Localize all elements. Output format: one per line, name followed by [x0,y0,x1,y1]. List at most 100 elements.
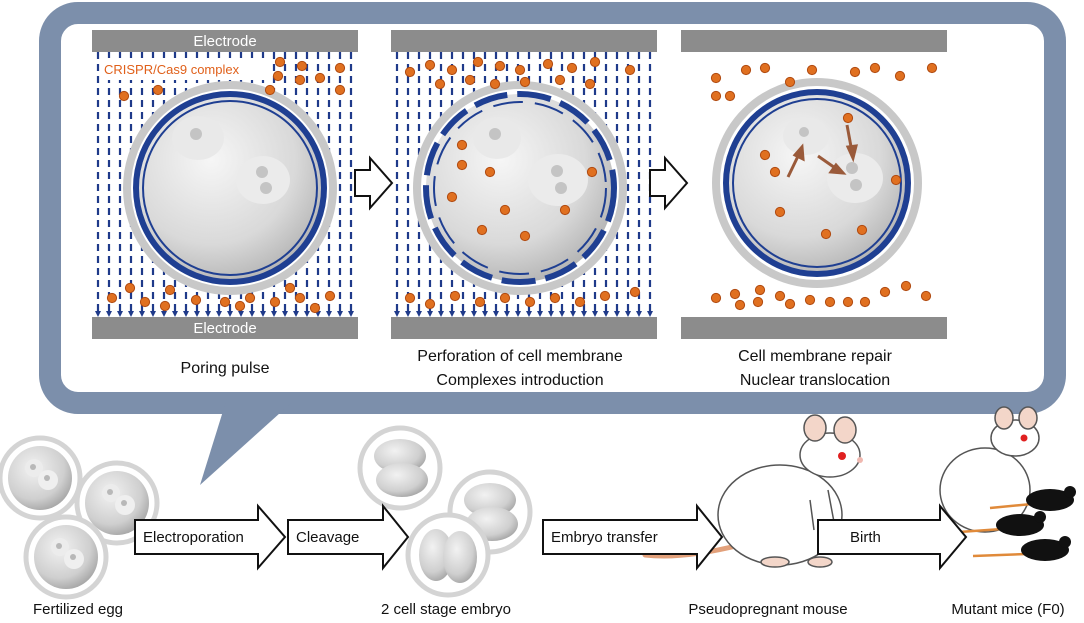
field-arrowhead [304,311,310,317]
crispr-particle [294,292,306,304]
field-arrowhead [581,311,587,317]
crispr-particle [514,64,526,76]
field-arrowhead [128,311,134,317]
crispr-particle [106,292,118,304]
field-arrowhead [493,311,499,317]
field-arrowhead [515,311,521,317]
mother-mouse [939,406,1040,533]
crispr-particles [106,56,346,314]
fertilized-egg [0,435,83,521]
process-arrow-birth: Birth [817,503,968,571]
bubble-tail [200,395,300,485]
field-arrowhead [194,311,200,317]
nucleolus [190,128,202,140]
field-arrowhead [150,311,156,317]
crispr-particle [549,292,561,304]
nucleolus [799,127,809,137]
perforated-membrane [423,91,617,285]
crispr-particle [820,228,832,240]
field-arrowhead [216,311,222,317]
crispr-particle [559,204,571,216]
crispr-particle [806,64,818,76]
pseudopregnant-mouse [642,414,863,568]
crispr-particle [424,59,436,71]
field-arrowhead [603,311,609,317]
crispr-particle [489,78,501,90]
field-arrowhead [559,311,565,317]
crispr-particle [849,66,861,78]
panel-perforation: Perforation of cell membrane Complexes i… [391,30,657,389]
crispr-particle [519,230,531,242]
crispr-particle [499,292,511,304]
process-arrow-embryo-transfer: Embryo transfer [542,503,724,571]
crispr-particle [869,62,881,74]
crispr-particle [759,62,771,74]
field-arrowhead [471,311,477,317]
field-arrowhead [260,311,266,317]
crispr-particle [920,290,932,302]
crispr-particle [446,191,458,203]
crispr-particle [894,70,906,82]
crispr-particle [219,296,231,308]
nucleolus [555,182,567,194]
crispr-particle [859,296,871,308]
nucleolus [551,165,563,177]
electrode-top [92,30,358,52]
crispr-particle [710,72,722,84]
crispr-particle [484,166,496,178]
crispr-particle [264,84,276,96]
crispr-particles [710,62,938,311]
field-arrowhead [238,311,244,317]
crispr-particle [272,70,284,82]
crispr-particle [729,288,741,300]
arrowhead [792,143,805,162]
field-arrowhead [337,311,343,317]
crispr-particle [324,290,336,302]
crispr-particle [784,298,796,310]
crispr-particle [629,286,641,298]
electrode-bottom [681,317,947,339]
crispr-particle [784,76,796,88]
crispr-particle [566,62,578,74]
stage-label-mutant-mice: Mutant mice (F0) [951,601,1064,618]
crispr-particle [474,296,486,308]
field-arrowhead [460,311,466,317]
field-arrowhead [537,311,543,317]
crispr-particle [599,290,611,302]
step-label-birth: Birth [850,529,881,546]
nucleolus [850,179,862,191]
repaired-membrane-inner [732,98,902,268]
crispr-particle [494,60,506,72]
crispr-particle [314,72,326,84]
crispr-particle [890,174,902,186]
cell-membrane-inner [142,100,318,276]
process-arrow-electroporation: Electroporation [134,503,287,571]
two-cell-embryo [405,512,491,598]
crispr-particle [499,204,511,216]
crispr-particle [124,282,136,294]
panel-poring-pulse: Electrode Electrode CRISPR/Cas9 complex … [92,30,358,377]
field-arrowhead [227,311,233,317]
field-arrowhead [647,311,653,317]
crispr-particle [296,60,308,72]
field-arrowhead [427,311,433,317]
crispr-particle [759,149,771,161]
field-arrowhead [293,311,299,317]
crispr-particle [476,224,488,236]
crispr-particle [118,90,130,102]
crispr-particle [434,78,446,90]
crispr-particle [139,296,151,308]
nucleolus [489,128,501,140]
caption-complexes-introduction: Complexes introduction [436,372,603,389]
crispr-particle [446,64,458,76]
field-arrowhead [95,311,101,317]
field-arrowhead [570,311,576,317]
crispr-particle [774,290,786,302]
caption-nuclear-translocation: Nuclear translocation [740,372,890,389]
crispr-particle [234,300,246,312]
field-arrowhead [405,311,411,317]
crispr-particle [824,296,836,308]
crispr-particle [404,292,416,304]
field-arrowhead [636,311,642,317]
crispr-particle [449,290,461,302]
